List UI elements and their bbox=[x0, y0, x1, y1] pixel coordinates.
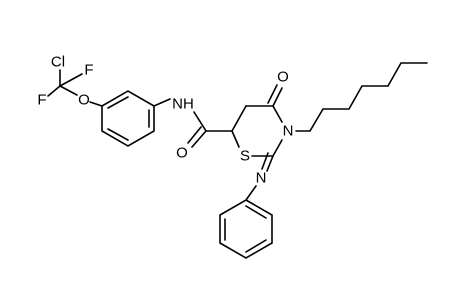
bond-c4-o-b bbox=[267, 84, 278, 104]
atom-o-ether: O bbox=[78, 92, 90, 109]
atom-o-amide: O bbox=[176, 145, 188, 162]
bond-carbonyl-o-a bbox=[191, 130, 207, 148]
atom-n-ring: N bbox=[283, 123, 294, 140]
bond-layer bbox=[47, 62, 428, 259]
ring-n3-c2 bbox=[272, 139, 283, 157]
atom-nh: NH bbox=[172, 96, 194, 113]
bond-carbonyl-o-b bbox=[187, 126, 202, 144]
phenyl-double-2 bbox=[245, 239, 267, 253]
bond-c2-n-imine-b bbox=[261, 152, 269, 170]
ring-c4-n3 bbox=[272, 105, 283, 123]
atom-cl: Cl bbox=[51, 54, 65, 71]
bond-c4-o-a bbox=[272, 87, 283, 107]
bond-o-ring-left bbox=[89, 101, 103, 107]
phenyl-double-1 bbox=[245, 205, 267, 219]
heptyl-chain bbox=[295, 62, 428, 132]
atom-f-top: F bbox=[84, 62, 93, 79]
ring-c6-c5 bbox=[231, 105, 247, 132]
bond-n-phenyl bbox=[245, 185, 257, 201]
bond-c-f-top bbox=[59, 73, 83, 87]
aryl-ring-left bbox=[101, 90, 155, 147]
atom-n-imine: N bbox=[256, 170, 267, 187]
atom-s-ring: S bbox=[240, 148, 250, 165]
ring-s1-c6 bbox=[231, 130, 240, 148]
atom-o-ring: O bbox=[277, 69, 289, 86]
phenyl-ring-bottom bbox=[219, 199, 273, 259]
atom-f-left: F bbox=[37, 92, 46, 109]
bond-c-f-left bbox=[47, 85, 61, 97]
aryl-left-double-3 bbox=[107, 128, 129, 141]
bond-nh-carbonyl bbox=[193, 111, 207, 132]
atom-label-layer: Cl F F O NH O O S N N bbox=[37, 54, 293, 187]
bond-c-o-ether bbox=[59, 85, 78, 96]
bond-c2-n-imine-a bbox=[266, 155, 274, 172]
bond-aryl-nh bbox=[153, 98, 171, 107]
aryl-left-double-1 bbox=[107, 96, 129, 109]
